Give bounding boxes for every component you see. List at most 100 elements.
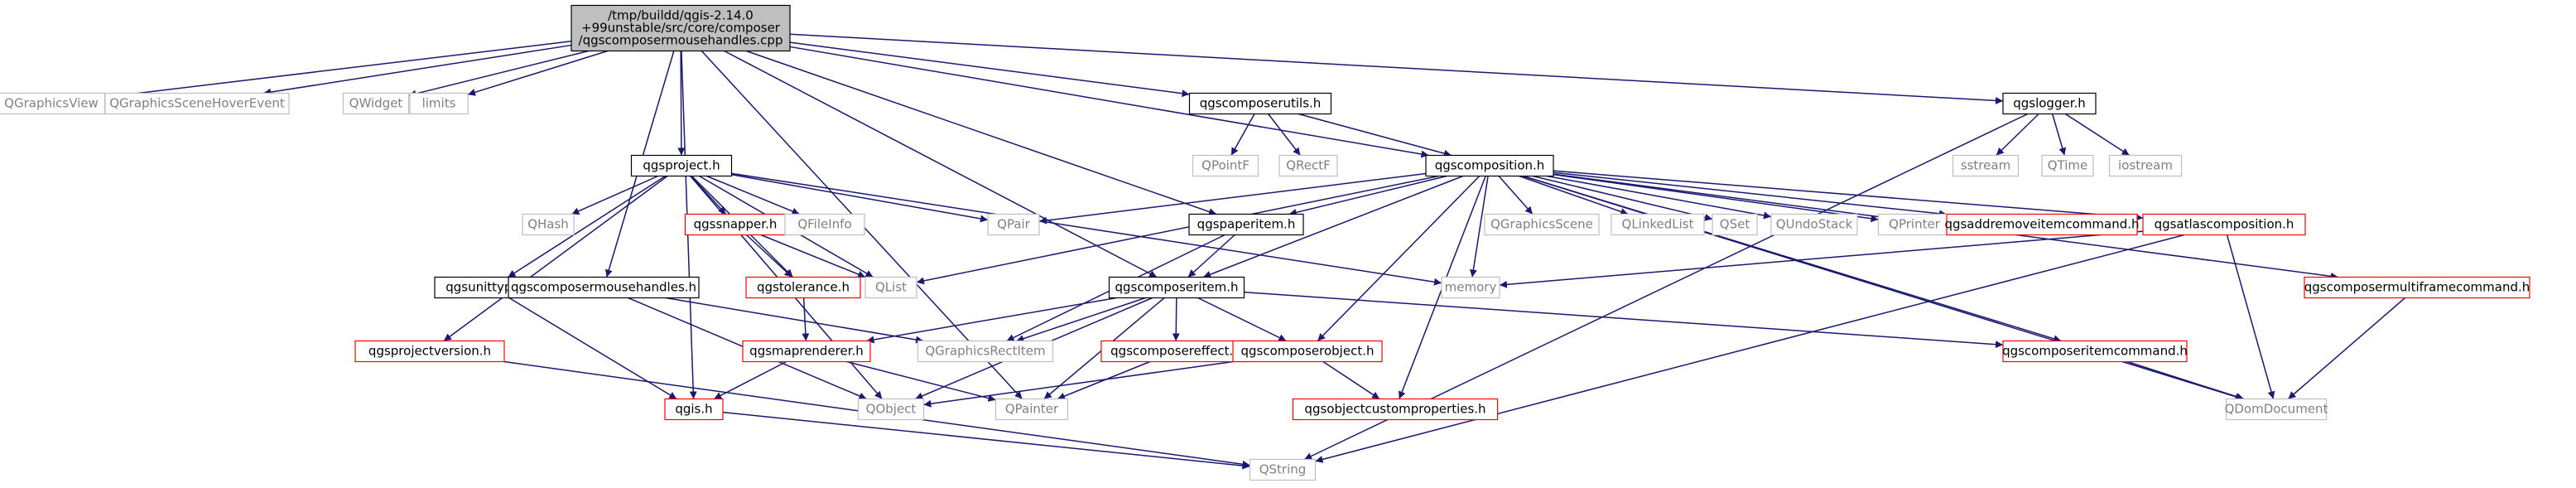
edge-qgssnapper_h-to-qgstolerance_h [745,234,793,278]
node-box [1425,154,1554,177]
node-qgstolerance-h[interactable]: qgstolerance.h [745,276,861,299]
node-label: QSet [1720,217,1750,232]
node-box [0,92,106,115]
edge-qgscomposermousehandles_h-to-qgraphicsrectitem [665,297,924,344]
node-qgraphicsview: QGraphicsView [0,92,106,115]
node-qfileinfo: QFileInfo [784,213,865,236]
node-qgsatlascomposition-h[interactable]: qgsatlascomposition.h [2142,213,2306,236]
node-box [508,276,700,299]
node-memory: memory [1441,276,1500,299]
node-label: qgscomposerutils.h [1200,96,1322,111]
node-qgscomposition-h[interactable]: qgscomposition.h [1425,154,1554,177]
node-qgsmaprenderer-h[interactable]: qgsmaprenderer.h [742,340,871,363]
node-label: qgstolerance.h [757,280,850,295]
node-label: /qgscomposermousehandles.cpp [579,33,783,48]
node-box [1232,340,1383,363]
node-qpointf: QPointF [1192,154,1259,177]
node-qgssnapper-h[interactable]: qgssnapper.h [684,213,787,236]
node-label: qgsprojectversion.h [368,344,491,359]
node-label: QUndoStack [1776,217,1853,232]
edge-qgscomposition_h-to-qgsaddremoveitemcommand_h [1553,172,1948,218]
edge-qgscomposeritem_h-to-qgscomposerobject_h [1197,297,1287,342]
node-qgscomposermousehandles-h[interactable]: qgscomposermousehandles.h [508,276,700,299]
node-qgscomposermultiframecommand-h[interactable]: qgscomposermultiframecommand.h [2304,276,2530,299]
edge-qgsproject_h-to-qgsprojectversion_h [443,175,668,342]
node-label: QGraphicsScene [1490,217,1593,232]
node-box [864,276,917,299]
node-box [409,92,469,115]
node-label: qgis.h [675,402,712,417]
node-qdomdocument: QDomDocument [2225,398,2328,421]
edge-qgspaperitem_h-to-qgscomposeritem_h [1187,234,1235,278]
node-qgsprojectversion-h[interactable]: qgsprojectversion.h [354,340,505,363]
node-qprinter: QPrinter [1877,213,1952,236]
node-qgscomposerutils-h[interactable]: qgscomposerutils.h [1188,92,1332,115]
edge-qgscomposerobject_h-to-qgsobjectcustomproperties_h [1322,360,1380,400]
node-iostream: iostream [2108,154,2183,177]
node-label: QObject [866,402,917,417]
node-qgsproject-h[interactable]: qgsproject.h [630,154,733,177]
edge-qgssnapper_h-to-qlist [760,234,866,278]
node-label: qgsmaprenderer.h [749,344,864,359]
edge-qgscomposition_h-to-qgscomposeritem_h [1202,175,1464,278]
node-qgraphicsscene: QGraphicsScene [1484,213,1600,236]
edge-qgsproject_h-to-qhash [571,175,658,215]
edge-qgsproject_h-to-qpair [731,173,989,223]
node-label: QDomDocument [2225,402,2328,417]
node-qgscomposeritemcommand-h[interactable]: qgscomposeritemcommand.h [2002,340,2188,363]
edge-qgsatlascomposition_h-to-memory [1499,230,2144,288]
node-box [1712,213,1758,236]
node-qhash: QHash [522,213,575,236]
node-box [2304,276,2530,299]
nodes-layer: /tmp/buildd/qgis-2.14.0+99unstable/src/c… [0,4,2530,481]
edge-root-to-qgspaperitem_h [746,50,1217,215]
edge-qgscomposerutils_h-to-qrectf [1268,114,1301,156]
node-qgspaperitem-h[interactable]: qgspaperitem.h [1188,213,1304,236]
node-qgis-h[interactable]: qgis.h [664,398,724,421]
edge-qgsatlascomposition_h-to-qstring [1315,234,2185,463]
edge-qgscomposition_h-to-qundostack [1546,175,1772,220]
node-label: qgslogger.h [2013,96,2086,111]
node-qobject: QObject [857,398,925,421]
edge-root-to-limits [467,50,608,96]
node-box [857,398,925,421]
edge-qgstolerance_h-to-qgsmaprenderer_h [802,297,810,341]
node-qgscomposereffect-h[interactable]: qgscomposereffect.h [1100,340,1251,363]
node-label: QGraphicsSceneHoverEvent [109,96,285,111]
node-box [1188,213,1304,236]
node-label: QString [1259,462,1307,477]
node-box [2108,154,2183,177]
node-qset: QSet [1712,213,1758,236]
node-box [1952,154,2020,177]
node-box [2002,340,2188,363]
node-label: qgsobjectcustomproperties.h [1304,402,1485,417]
node-box [1100,340,1251,363]
node-box [1292,398,1499,421]
node-label: qgsproject.h [643,158,720,173]
edge-qgscomposition_h-to-qlist [916,175,1439,285]
node-qgscomposeritem-h[interactable]: qgscomposeritem.h [1108,276,1245,299]
node-label: QPair [997,217,1031,232]
node-label: qgsatlascomposition.h [2155,217,2294,232]
node-label: QRectF [1286,158,1331,173]
node-label: +99unstable/src/core/composer [581,21,781,36]
node-label: iostream [2118,158,2173,173]
edge-qgsproject_h-to-memory [731,172,1442,286]
node-qgsaddremoveitemcommand-h[interactable]: qgsaddremoveitemcommand.h [1944,213,2140,236]
node-label: QPointF [1201,158,1249,173]
node-root[interactable]: /tmp/buildd/qgis-2.14.0+99unstable/src/c… [571,4,791,52]
edge-qgscomposeritem_h-to-qgraphicsrectitem [1016,297,1146,342]
node-qstring: QString [1249,458,1317,481]
node-qgsobjectcustomproperties-h[interactable]: qgsobjectcustomproperties.h [1292,398,1499,421]
node-qgslogger-h[interactable]: qgslogger.h [2002,92,2097,115]
edge-qgsatlascomposition_h-to-qdomdocument [2226,234,2275,399]
node-box [1249,458,1317,481]
node-qwidget: QWidget [342,92,410,115]
node-qgscomposerobject-h[interactable]: qgscomposerobject.h [1232,340,1383,363]
node-box [354,340,505,363]
node-box [1108,276,1245,299]
edge-root-to-qgraphicsscenehoverevent [263,44,572,96]
node-box [684,213,787,236]
node-box [1770,213,1858,236]
node-box [2225,398,2328,421]
